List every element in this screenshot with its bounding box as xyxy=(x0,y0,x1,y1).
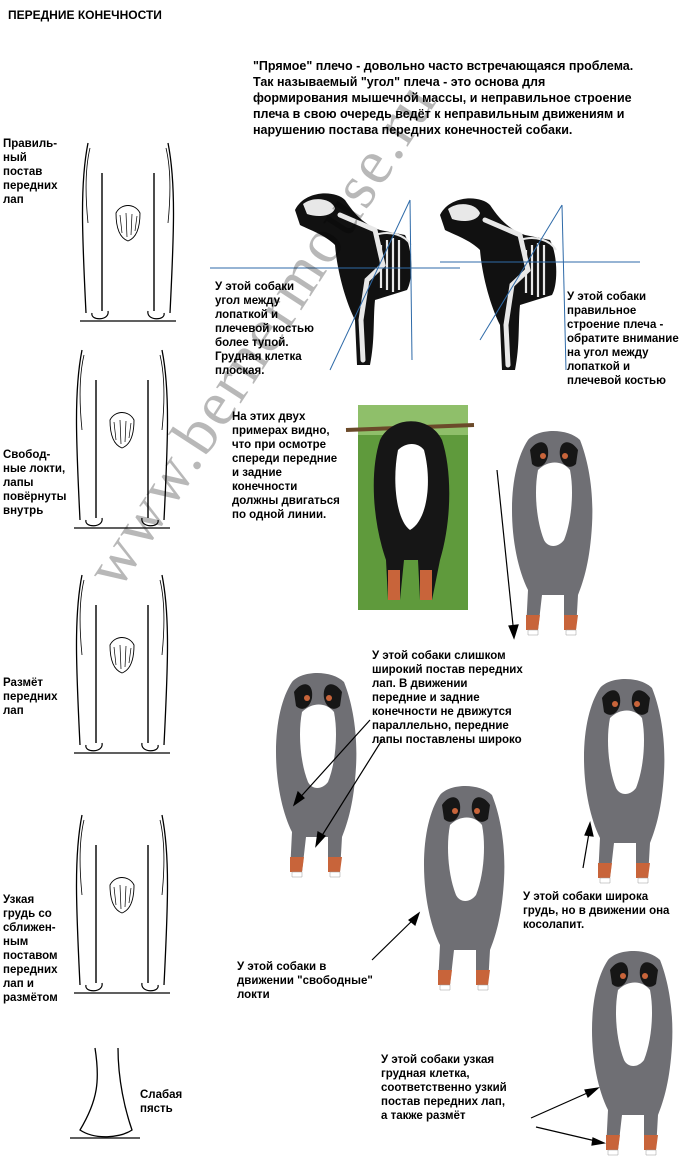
sketch-narrow-chest xyxy=(73,814,171,994)
caption-wide-front: У этой собаки слишком широкий постав пер… xyxy=(372,650,523,746)
caption-blunt-angle: У этой собаки угол между лопаткой и плеч… xyxy=(215,281,314,377)
label-paddling: Размёт передних лап xyxy=(3,677,58,717)
sketch-weak-pastern xyxy=(70,1047,140,1139)
caption-one-line: На этих двух примерах видно, что при осм… xyxy=(232,411,340,521)
intro-text: "Прямое" плечо - довольно часто встречаю… xyxy=(253,59,634,137)
xray-blunt-shoulder xyxy=(210,193,460,371)
page-title: ПЕРЕДНИЕ КОНЕЧНОСТИ xyxy=(8,8,162,22)
xray-correct-shoulder xyxy=(440,198,640,370)
label-weak-pastern: Слабая пясть xyxy=(140,1089,183,1115)
bernese-dog-photo xyxy=(345,405,475,610)
label-narrow-chest: Узкая грудь со сближен- ным поставом пер… xyxy=(3,894,58,1004)
label-loose-elbows: Свобод- ные локти, лапы повёрнуты внутрь xyxy=(3,449,67,517)
caption-wide-chest: У этой собаки широка грудь, но в движени… xyxy=(523,891,670,931)
dog-cutout-one-line xyxy=(511,430,593,636)
caption-loose-elbows-dog: У этой собаки в движении "свободные" лок… xyxy=(237,961,373,1001)
pointer-arrows xyxy=(292,469,607,1146)
sketch-paddling xyxy=(73,574,171,754)
caption-correct-shoulder: У этой собаки правильное строение плеча … xyxy=(567,291,679,387)
dog-cutout-wide-chest xyxy=(583,678,665,884)
dog-cutout-loose-elbows xyxy=(423,785,505,991)
caption-narrow-dog: У этой собаки узкая грудная клетка, соот… xyxy=(381,1054,507,1122)
label-correct-stance: Правиль- ный постав передних лап xyxy=(3,138,58,206)
sketch-correct-stance xyxy=(79,142,177,322)
dog-cutout-narrow-chest xyxy=(591,950,673,1156)
